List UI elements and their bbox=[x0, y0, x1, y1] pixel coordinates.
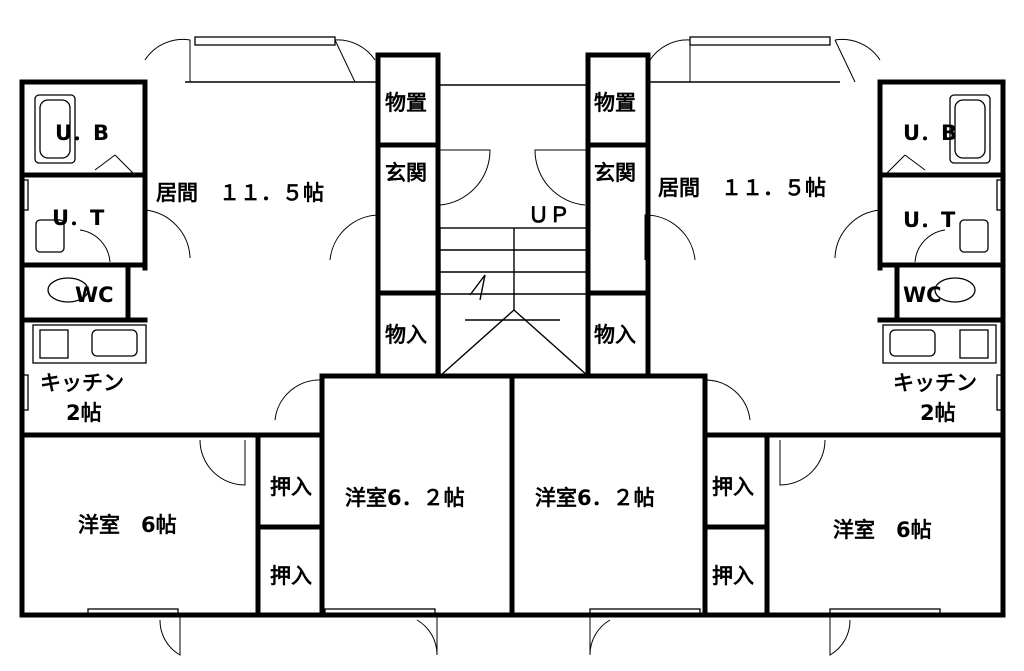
closet-right-label: 物入 bbox=[594, 323, 636, 347]
living-left-label: 居間 １１．５帖 bbox=[156, 181, 324, 205]
thin-lines bbox=[20, 36, 1005, 617]
kitchen-right-label: キッチン bbox=[893, 371, 977, 395]
room-labels: U．B U．T WC キッチン 2帖 居間 １１．５帖 物置 玄関 物入 洋室 … bbox=[40, 91, 977, 588]
oshiire-right-lower-label: 押入 bbox=[712, 564, 754, 588]
ut-left-label: U．T bbox=[52, 206, 105, 230]
entrance-right-label: 玄関 bbox=[594, 161, 636, 185]
kitchen-left-size: 2帖 bbox=[66, 401, 102, 425]
wc-right-label: WC bbox=[903, 283, 942, 307]
walls bbox=[19, 52, 1006, 618]
ub-right-label: U．B bbox=[903, 121, 957, 145]
storage-right-label: 物置 bbox=[594, 91, 636, 115]
storage-left-label: 物置 bbox=[385, 91, 427, 115]
western-right-inner-label: 洋室6．２帖 bbox=[535, 486, 655, 510]
western-right-outer-label: 洋室 6帖 bbox=[833, 518, 932, 542]
door-swings bbox=[79, 38, 946, 656]
wc-left-label: WC bbox=[75, 283, 114, 307]
western-left-outer-label: 洋室 6帖 bbox=[78, 513, 177, 537]
oshiire-left-lower-label: 押入 bbox=[270, 564, 312, 588]
western-left-inner-label: 洋室6．２帖 bbox=[345, 486, 465, 510]
ub-left-label: U．B bbox=[55, 121, 109, 145]
entrance-left-label: 玄関 bbox=[385, 161, 427, 185]
living-right-label: 居間 １１．５帖 bbox=[658, 176, 826, 200]
oshiire-right-upper-label: 押入 bbox=[712, 475, 754, 499]
closet-left-label: 物入 bbox=[385, 323, 427, 347]
kitchen-left-label: キッチン bbox=[40, 371, 124, 395]
ut-right-label: U．T bbox=[903, 208, 956, 232]
up-label: ＵＰ bbox=[528, 203, 570, 227]
kitchen-right-size: 2帖 bbox=[920, 401, 956, 425]
oshiire-left-upper-label: 押入 bbox=[270, 475, 312, 499]
